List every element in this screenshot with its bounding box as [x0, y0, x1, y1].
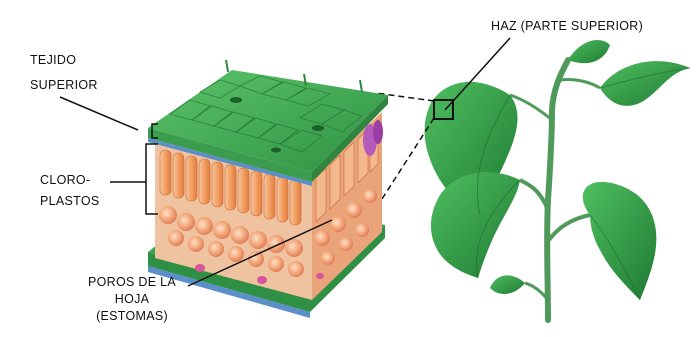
- label-poros-line1: POROS DE LA: [88, 274, 176, 291]
- label-poros-hoja: POROS DE LA HOJA (ESTOMAS): [88, 274, 176, 325]
- label-tejido-line1: TEJIDO: [30, 52, 98, 69]
- plant-illustration: [425, 40, 690, 320]
- label-haz: HAZ (PARTE SUPERIOR): [491, 18, 643, 35]
- label-cloro-line2: PLASTOS: [40, 193, 100, 210]
- label-poros-line2: HOJA: [88, 291, 176, 308]
- leaf-lower-right: [583, 182, 657, 300]
- label-poros-line3: (ESTOMAS): [88, 308, 176, 325]
- label-tejido-superior: TEJIDO SUPERIOR: [30, 52, 98, 94]
- label-cloroplastos: CLORO- PLASTOS: [40, 172, 100, 210]
- leaf-cross-section: [148, 60, 388, 318]
- label-tejido-line2: SUPERIOR: [30, 77, 98, 94]
- leaf-upper-right: [600, 61, 690, 106]
- leaf-middle-left: [431, 172, 520, 278]
- label-cloro-line1: CLORO-: [40, 172, 100, 189]
